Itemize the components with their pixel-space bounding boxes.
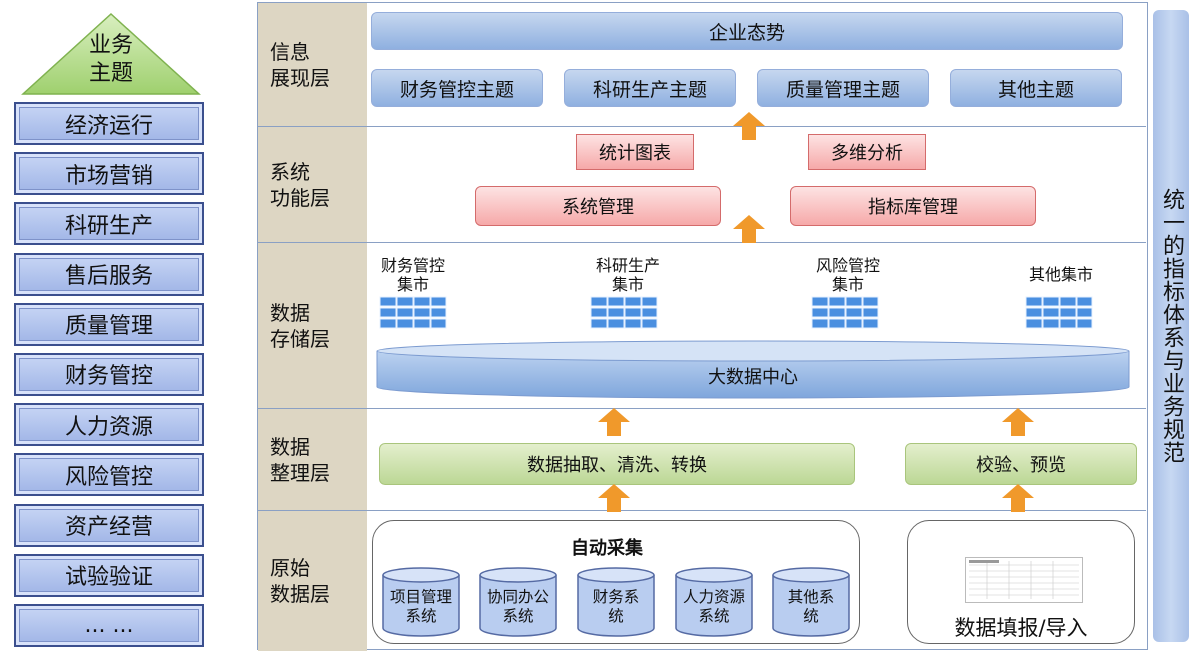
source-system[interactable]: 项目管理系统: [381, 566, 461, 638]
data-mart-cube-icon: [379, 296, 447, 329]
source-system[interactable]: 人力资源系统: [674, 566, 754, 638]
up-arrow-icon: [1001, 483, 1035, 513]
source-system-label: 人力资源系统: [682, 588, 745, 625]
topic-item[interactable]: 资产经营: [14, 503, 204, 547]
theme-box[interactable]: 质量管理主题: [757, 69, 929, 107]
up-arrow-icon: [732, 111, 766, 141]
data-mart-label: 其他集市: [1028, 265, 1093, 284]
topic-list: 经济运行 市场营销 科研生产 售后服务 质量管理 财务管控 人力资源 风险管控 …: [14, 102, 205, 654]
layer-label: 数据存储层: [258, 243, 367, 408]
up-arrow-icon: [732, 214, 766, 244]
topic-item-more[interactable]: ... ...: [14, 603, 204, 647]
enterprise-situation-banner[interactable]: 企业态势: [371, 12, 1123, 50]
topic-item[interactable]: 财务管控: [14, 352, 204, 396]
source-system[interactable]: 其他系统: [771, 566, 851, 638]
source-system[interactable]: 协同办公系统: [478, 566, 558, 638]
etl-box[interactable]: 数据抽取、清洗、转换: [379, 443, 855, 485]
source-system[interactable]: 财务系统: [576, 566, 656, 638]
topic-item[interactable]: 试验验证: [14, 553, 204, 597]
auto-collect-title: 自动采集: [571, 538, 643, 559]
topic-header-label: 业务主题: [88, 33, 133, 86]
topic-item[interactable]: 经济运行: [14, 102, 204, 145]
up-arrow-icon: [1001, 407, 1035, 437]
theme-box[interactable]: 科研生产主题: [564, 69, 736, 107]
big-data-center-cylinder-icon: [376, 340, 1130, 399]
source-system-label: 项目管理系统: [389, 588, 452, 625]
auto-collect-group: 自动采集 项目管理系统 协同办公系统 财务系统 人力资源系统 其他系统: [372, 520, 860, 644]
unified-standards-bar: 统一的指标体系与业务规范: [1153, 10, 1189, 642]
topic-item[interactable]: 市场营销: [14, 152, 204, 196]
validate-box[interactable]: 校验、预览: [905, 443, 1137, 485]
function-box[interactable]: 统计图表: [576, 134, 694, 170]
layer-function: 系统功能层 统计图表 多维分析 系统管理 指标库管理: [258, 127, 1146, 243]
topic-item[interactable]: 人力资源: [14, 403, 204, 447]
big-data-center-label: 大数据中心: [708, 367, 798, 388]
layer-presentation: 信息展现层 企业态势 财务管控主题 科研生产主题 质量管理主题 其他主题: [258, 3, 1146, 127]
topic-header: 业务主题: [19, 10, 203, 98]
source-system-label: 协同办公系统: [486, 588, 549, 625]
database-icon: [772, 567, 850, 637]
up-arrow-icon: [597, 407, 631, 437]
data-mart-label: 科研生产集市: [595, 256, 660, 294]
topic-item[interactable]: 风险管控: [14, 453, 204, 497]
topic-item[interactable]: 科研生产: [14, 202, 204, 246]
function-box[interactable]: 系统管理: [475, 186, 721, 226]
source-system-label: 财务系统: [592, 588, 640, 625]
spreadsheet-form-icon: [965, 557, 1083, 603]
big-data-center[interactable]: 大数据中心: [375, 339, 1131, 401]
layer-label: 原始数据层: [258, 511, 367, 651]
data-mart-cube-icon: [1025, 296, 1093, 329]
database-icon: [479, 567, 557, 637]
topic-item[interactable]: 质量管理: [14, 302, 204, 346]
topic-item[interactable]: 售后服务: [14, 252, 204, 296]
data-mart-label: 财务管控集市: [380, 256, 445, 294]
layer-label: 信息展现层: [258, 3, 367, 126]
layer-storage: 数据存储层 财务管控集市 科研生产集市 风险管控集市 其他集市 大数据中心: [258, 243, 1146, 409]
manual-input-label: 数据填报/导入: [954, 616, 1088, 640]
up-arrow-icon: [597, 483, 631, 513]
database-icon: [675, 567, 753, 637]
data-mart-cube-icon: [811, 296, 879, 329]
database-icon: [382, 567, 460, 637]
source-system-label: 其他系统: [787, 588, 835, 625]
architecture-frame: 信息展现层 企业态势 财务管控主题 科研生产主题 质量管理主题 其他主题 系统功…: [257, 2, 1148, 651]
unified-standards-label: 统一的指标体系与业务规范: [1159, 188, 1184, 464]
function-box[interactable]: 指标库管理: [790, 186, 1036, 226]
theme-box[interactable]: 其他主题: [950, 69, 1122, 107]
database-icon: [577, 567, 655, 637]
layer-processing: 数据整理层 数据抽取、清洗、转换 校验、预览: [258, 409, 1146, 511]
data-mart-label: 风险管控集市: [815, 256, 880, 294]
layer-label: 系统功能层: [258, 127, 367, 242]
data-mart-cube-icon: [590, 296, 658, 329]
manual-input-group[interactable]: 数据填报/导入: [907, 520, 1135, 644]
layer-raw: 原始数据层 自动采集 项目管理系统 协同办公系统 财务系统 人力资源系统 其他: [258, 511, 1146, 651]
function-box[interactable]: 多维分析: [808, 134, 926, 170]
theme-box[interactable]: 财务管控主题: [371, 69, 543, 107]
layer-label: 数据整理层: [258, 409, 367, 510]
